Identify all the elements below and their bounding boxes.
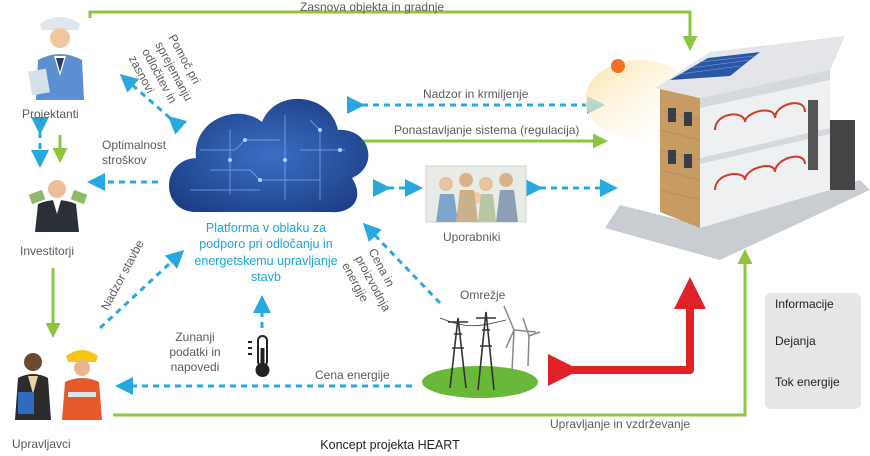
legend-tok-energije: Tok energije [775,375,840,389]
arrow-energy-flow [548,277,706,386]
investor-person-icon [28,180,88,232]
power-grid-icon [422,305,541,398]
cloud-platform-icon [169,98,369,213]
label-ponastavljanje: Ponastavljanje sistema (regulacija) [394,123,580,137]
engineer-person-icon [22,17,90,110]
label-nadzor-krmiljenje: Nadzor in krmiljenje [423,87,529,101]
label-projektanti: Projektanti [22,107,79,121]
manager-persons-icon [15,350,102,420]
label-optimalnost: Optimalnost stroškov [102,138,167,167]
arrow-upravljavci-cloud [98,249,185,330]
cloud-platform-label: Platforma v oblaku za podporo pri odloča… [194,221,338,284]
label-cena-energije: Cena energije [315,368,390,382]
label-zasnova: Zasnova objekta in gradnje [300,0,445,14]
label-upravljavci: Upravljavci [12,437,71,451]
wind-turbine-icon [503,305,541,373]
legend-dejanja: Dejanja [775,334,816,348]
legend: Informacije Dejanja Tok energije [765,293,861,409]
house-cutaway-icon [585,36,870,260]
sun-icon [611,59,625,73]
label-uporabniki: Uporabniki [443,230,501,244]
arrow-upravljanje [113,249,753,417]
arrow-omrezje-cloud [362,222,442,305]
label-zunanji-podatki: Zunanji podatki in napovedi [169,330,221,374]
figure-caption: Koncept projekta HEART [320,438,460,452]
label-omrezje: Omrežje [460,288,506,302]
legend-informacije: Informacije [775,297,834,311]
arrow-zasnova [88,10,698,51]
label-investitorji: Investitorji [20,244,75,258]
thermometer-icon [248,335,270,377]
family-group-icon [425,165,527,223]
label-upravljanje: Upravljanje in vzdrževanje [550,417,691,431]
